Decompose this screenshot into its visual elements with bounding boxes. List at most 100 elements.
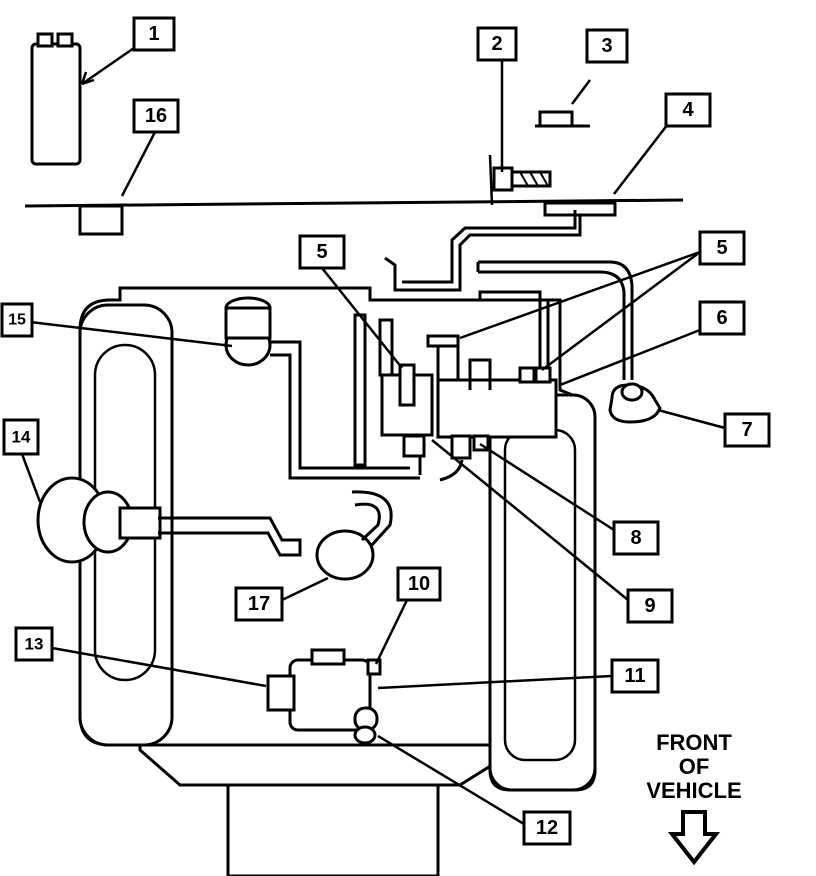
callout-15: 15 <box>0 302 34 338</box>
callout-8-label: 8 <box>630 527 641 549</box>
callout-12: 12 <box>522 810 572 846</box>
firewall-block <box>78 204 124 236</box>
leader-lines <box>20 46 726 826</box>
breather-neck <box>224 306 272 340</box>
leader-17 <box>281 576 329 602</box>
leader-8 <box>479 442 615 532</box>
solenoid-cluster <box>380 334 558 482</box>
callout-17: 17 <box>234 586 284 622</box>
component-14-neck <box>118 506 162 540</box>
callout-10: 10 <box>396 566 442 602</box>
manifold-top-hose <box>478 290 542 380</box>
vertical-hose <box>353 313 367 467</box>
valve-17-hose <box>354 502 381 542</box>
pump-drain <box>353 725 377 745</box>
component-14-tube <box>158 516 302 557</box>
valve-hatching <box>519 171 549 187</box>
solenoid-bottom-port-2 <box>450 434 472 460</box>
callout-14: 14 <box>2 418 40 456</box>
down-arrow-icon <box>667 810 721 866</box>
leader-5a <box>321 267 403 369</box>
callout-6-label: 6 <box>716 307 727 329</box>
hose-to-sensor-inner <box>478 270 626 380</box>
engine-block <box>78 286 597 876</box>
callout-16: 16 <box>132 98 180 134</box>
front-text-line2: OF <box>679 754 710 779</box>
callout-5b: 5 <box>698 230 746 266</box>
leader-14 <box>20 453 42 503</box>
callout-11: 11 <box>610 658 660 694</box>
leader-15 <box>29 320 233 348</box>
pump-cap <box>310 648 346 666</box>
valve-17 <box>315 490 393 581</box>
sensor-top <box>620 382 644 402</box>
callout-1-label: 1 <box>148 23 159 45</box>
callout-2: 2 <box>476 26 518 62</box>
firewall <box>24 110 684 236</box>
callout-11-label: 11 <box>624 665 645 687</box>
component-14 <box>36 476 302 564</box>
solenoid-left-port <box>398 363 416 407</box>
callout-5b-label: 5 <box>716 237 727 259</box>
callout-1: 1 <box>132 16 176 52</box>
callout-6: 6 <box>698 300 746 336</box>
leader-1 <box>81 46 135 86</box>
solenoid-center-cap <box>426 334 460 348</box>
callout-7-label: 7 <box>741 419 752 441</box>
front-text-line3: VEHICLE <box>646 778 741 803</box>
callout-2-label: 2 <box>491 33 502 55</box>
callout-9-label: 9 <box>644 595 655 617</box>
hose-firewall-main-inner <box>402 210 577 284</box>
leader-3 <box>571 79 591 105</box>
pump-assembly <box>266 648 382 745</box>
oil-pan <box>226 778 440 876</box>
callout-10-label: 10 <box>408 573 430 595</box>
pump-side-port <box>266 674 296 712</box>
intake-hose-inner <box>258 340 410 470</box>
bracket-rod <box>488 154 494 206</box>
leader-13 <box>51 646 267 688</box>
callout-12-label: 12 <box>536 817 558 839</box>
valve-17-body <box>315 529 375 581</box>
hose-to-sensor <box>478 260 634 380</box>
hose-firewall-main <box>384 215 582 292</box>
sensor-7 <box>608 382 662 424</box>
vacuum-hoses <box>258 210 634 480</box>
small-part <box>538 110 574 128</box>
callout-4: 4 <box>664 92 712 128</box>
solenoid-right <box>436 378 558 439</box>
callout-15-label: 15 <box>8 312 26 329</box>
leader-5b-2 <box>541 250 701 372</box>
solenoid-loop <box>468 358 492 390</box>
canister-port-right <box>56 32 74 48</box>
front-of-vehicle-indicator: FRONT OF VEHICLE <box>646 730 742 866</box>
leader-6 <box>559 328 701 387</box>
solenoid-bottom-port-1 <box>402 434 426 458</box>
leader-16 <box>120 131 157 197</box>
callout-13-label: 13 <box>25 635 44 654</box>
pcv-breather <box>224 296 272 367</box>
callout-3-label: 3 <box>601 35 612 57</box>
callout-8: 8 <box>612 520 660 556</box>
leader-9 <box>431 439 629 601</box>
firewall-connector <box>543 201 617 217</box>
leader-1-head <box>80 71 95 86</box>
canister <box>30 32 82 166</box>
leader-4 <box>613 123 669 195</box>
leader-7 <box>657 408 726 430</box>
intake-hose-outer <box>270 353 420 480</box>
leader-11 <box>377 674 613 690</box>
firewall-line <box>24 198 684 208</box>
callout-7: 7 <box>723 412 771 448</box>
callout-14-label: 14 <box>12 428 31 447</box>
solenoid-right-port <box>518 366 536 384</box>
leader-10 <box>374 597 410 665</box>
callout-4-label: 4 <box>682 99 694 121</box>
leader-5b-1 <box>459 250 701 340</box>
callout-3: 3 <box>585 28 629 64</box>
callout-16-label: 16 <box>145 105 167 127</box>
manifold-top-hose-inner <box>488 298 550 380</box>
solenoid-drop-hose <box>418 456 464 482</box>
canister-body <box>30 42 82 166</box>
